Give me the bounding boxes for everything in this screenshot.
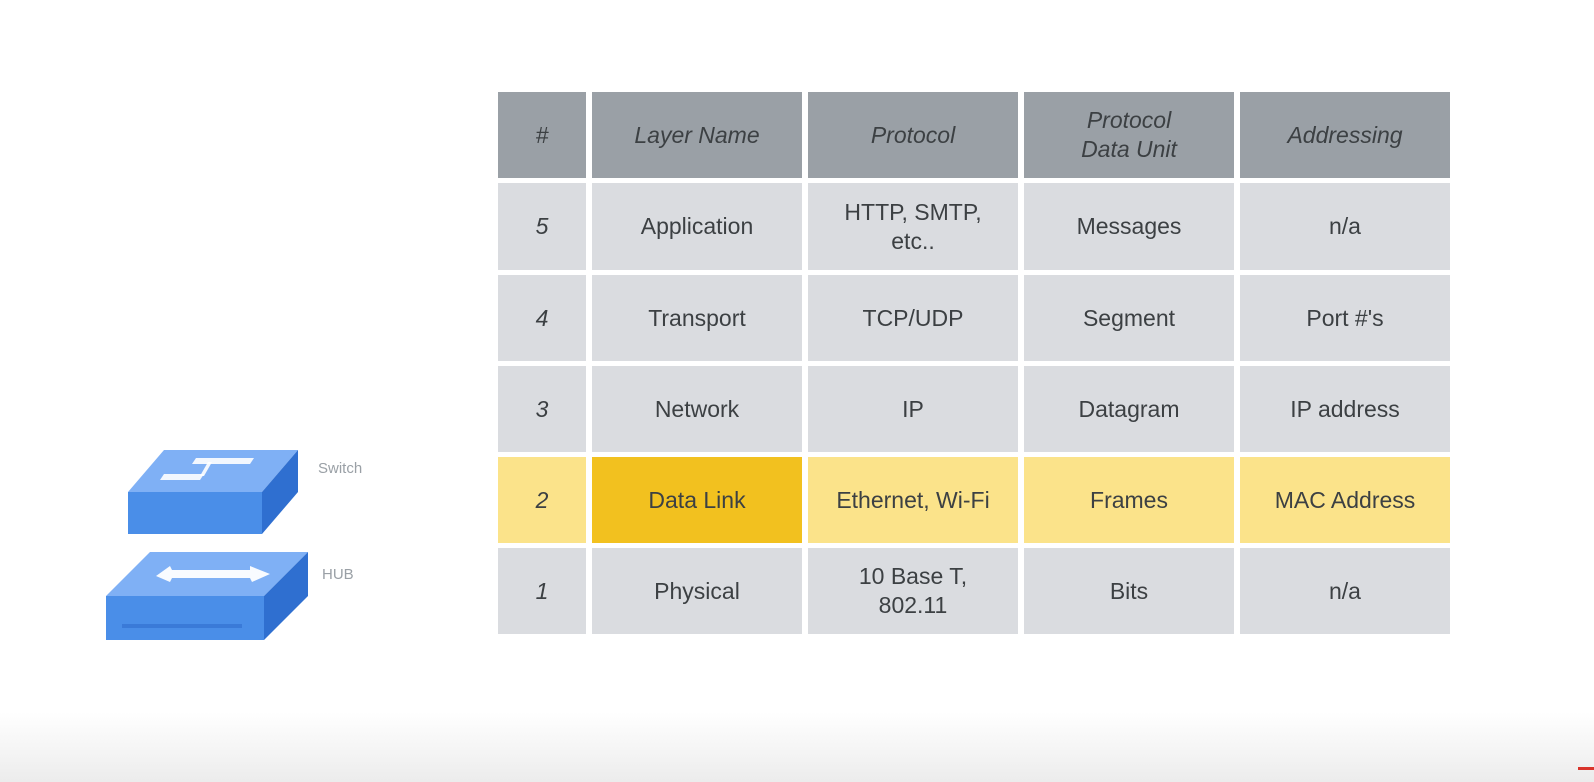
- row-3-pdu: Datagram: [1024, 366, 1234, 452]
- row-2-layer: Data Link: [592, 457, 802, 543]
- hub-label: HUB: [322, 566, 354, 583]
- row-5-addressing: n/a: [1240, 183, 1450, 270]
- row-5-layer: Application: [592, 183, 802, 270]
- network-switch-icon: [128, 450, 298, 534]
- row-3-protocol: IP: [808, 366, 1018, 452]
- row-1-layer: Physical: [592, 548, 802, 634]
- row-1-number: 1: [498, 548, 586, 634]
- row-4-protocol: TCP/UDP: [808, 275, 1018, 361]
- osi-model-table: # Layer Name Protocol Protocol Data Unit…: [498, 92, 1450, 634]
- row-2-pdu: Frames: [1024, 457, 1234, 543]
- row-1-pdu: Bits: [1024, 548, 1234, 634]
- row-3-addressing: IP address: [1240, 366, 1450, 452]
- row-2-number: 2: [498, 457, 586, 543]
- row-3-layer: Network: [592, 366, 802, 452]
- row-1-protocol: 10 Base T, 802.11: [808, 548, 1018, 634]
- row-5-pdu: Messages: [1024, 183, 1234, 270]
- row-5-protocol: HTTP, SMTP, etc..: [808, 183, 1018, 270]
- row-3-number: 3: [498, 366, 586, 452]
- switch-label: Switch: [318, 460, 363, 477]
- device-illustrations: [106, 450, 308, 640]
- video-bottom-bar: [0, 712, 1594, 782]
- row-2-addressing: MAC Address: [1240, 457, 1450, 543]
- row-4-addressing: Port #'s: [1240, 275, 1450, 361]
- network-hub-icon: [106, 552, 308, 640]
- slide: Switch HUB # Layer Name Protocol Protoco…: [106, 92, 1450, 640]
- progress-accent: [1578, 767, 1594, 770]
- row-4-number: 4: [498, 275, 586, 361]
- row-4-pdu: Segment: [1024, 275, 1234, 361]
- header-addressing: Addressing: [1240, 92, 1450, 178]
- row-1-addressing: n/a: [1240, 548, 1450, 634]
- header-pdu: Protocol Data Unit: [1024, 92, 1234, 178]
- row-2-protocol: Ethernet, Wi-Fi: [808, 457, 1018, 543]
- header-protocol: Protocol: [808, 92, 1018, 178]
- header-number: #: [498, 92, 586, 178]
- header-layer-name: Layer Name: [592, 92, 802, 178]
- row-5-number: 5: [498, 183, 586, 270]
- row-4-layer: Transport: [592, 275, 802, 361]
